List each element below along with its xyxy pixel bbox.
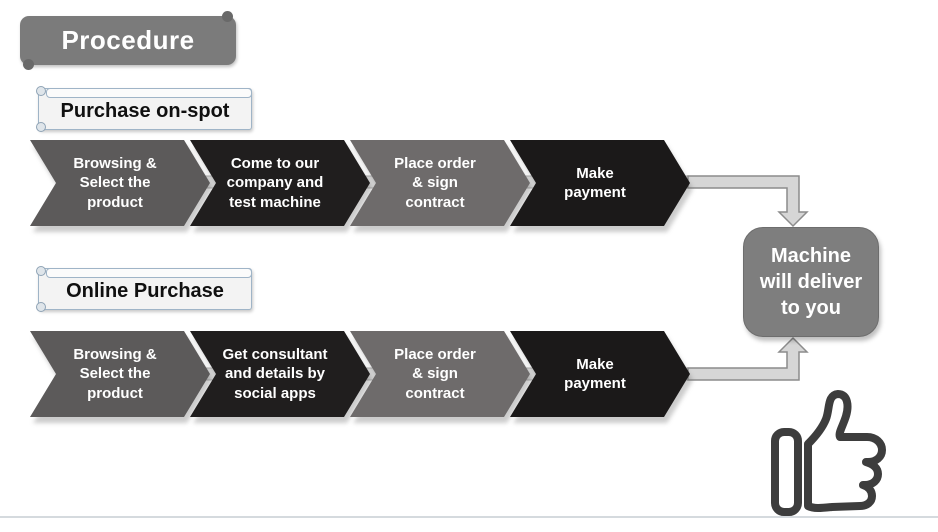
- scroll-roll-icon: [46, 88, 252, 98]
- flow-label-online-purchase: Online Purchase: [36, 266, 252, 312]
- thumbs-up-icon: [771, 390, 886, 516]
- scroll-dot-icon: [36, 86, 46, 96]
- flow-label-text: Online Purchase: [66, 279, 224, 302]
- chevron-step: [350, 331, 530, 417]
- connector-arrow-up: [687, 336, 809, 381]
- footer-divider: [0, 516, 938, 518]
- banner-knob-icon: [23, 59, 34, 70]
- step-text: Browsing & Select the product: [73, 346, 157, 402]
- chevron-step: [350, 140, 530, 226]
- flow-label-text: Purchase on-spot: [60, 99, 230, 122]
- chevron-step: [30, 140, 210, 226]
- chevron-step: [510, 331, 690, 417]
- scroll-dot-icon: [36, 122, 46, 132]
- scroll-dot-icon: [36, 302, 46, 312]
- page-title: Procedure: [61, 25, 195, 55]
- chevron-row-purchase-on-spot: [30, 140, 690, 226]
- result-box: Machine will deliver to you: [743, 227, 879, 337]
- chevron-step: [190, 331, 370, 417]
- flow-label-purchase-on-spot: Purchase on-spot: [36, 86, 252, 132]
- chevron-row-online-purchase: [30, 331, 690, 417]
- step-text: Get consultant and details by social app…: [222, 346, 328, 402]
- chevron-step: [190, 140, 370, 226]
- step-text: Make payment: [564, 355, 626, 392]
- step-text: Place order & sign contract: [394, 346, 476, 402]
- connector-arrow-down: [687, 175, 809, 228]
- step-text: Come to our company and test machine: [226, 155, 324, 211]
- result-text: Machine will deliver to you: [759, 245, 863, 319]
- chevron-step: [510, 140, 690, 226]
- step-text: Make payment: [564, 164, 626, 201]
- scroll-dot-icon: [36, 266, 46, 276]
- chevron-step: [30, 331, 210, 417]
- step-text: Browsing & Select the product: [73, 155, 157, 211]
- scroll-roll-icon: [46, 268, 252, 278]
- banner-knob-icon: [222, 11, 233, 22]
- step-text: Place order & sign contract: [394, 155, 476, 211]
- title-banner: Procedure: [20, 11, 236, 70]
